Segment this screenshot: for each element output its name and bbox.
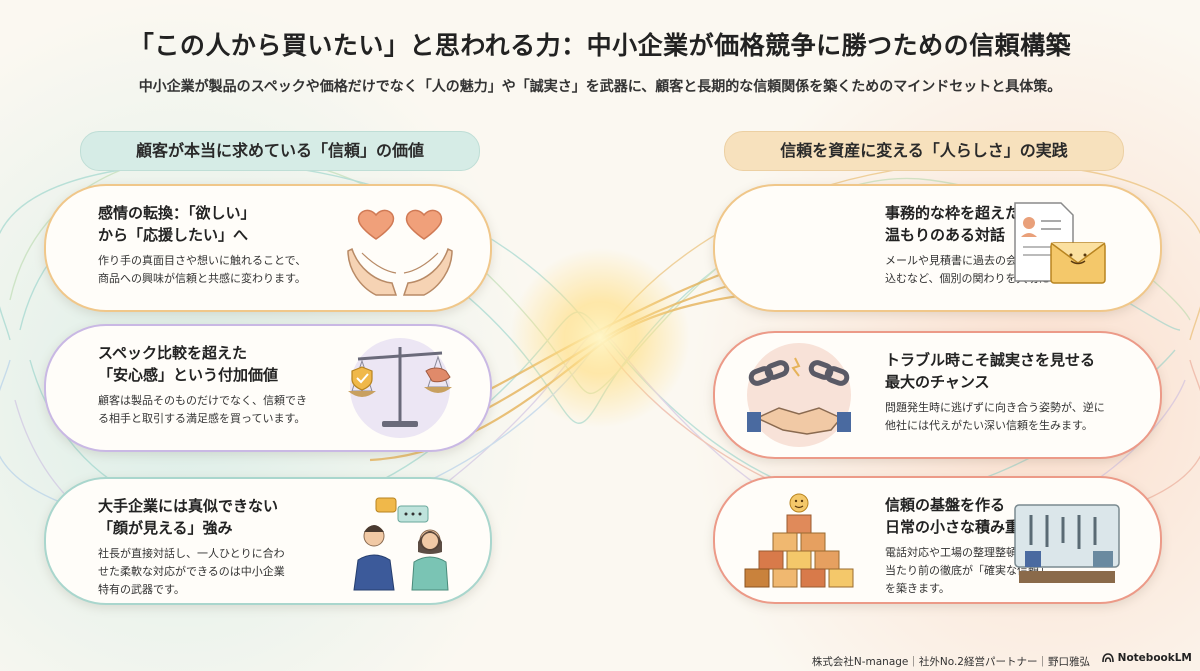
card-description: 問題発生時に逃げずに向き合う姿勢が、逆に 他社には代えがたい深い信頼を生みます。 — [885, 401, 1105, 432]
card-description: 社長が直接対話し、一人ひとりに合わ せた柔軟な対応ができるのは中小企業 特有の武… — [98, 547, 285, 596]
tool-board-icon — [1014, 504, 1120, 583]
right-column-heading: 信頼を資産に変える「人らしさ」の実践 — [724, 131, 1124, 171]
page-title: 「この人から買いたい」と思われる力：中小企業が価格競争に勝つための信頼構築 — [128, 31, 1072, 60]
page-subtitle: 中小企業が製品のスペックや価格だけでなく「人の魅力」や「誠実さ」を武器に、顧客と… — [138, 79, 1062, 95]
footer-credit: 株式会社N-manage｜社外No.2経営パートナー｜野口雅弘 — [811, 656, 1090, 668]
card-description: 作り手の真面目さや想いに触れることで、 商品への興味が信頼と共感に変わります。 — [98, 254, 307, 285]
hands-hearts-icon — [347, 209, 453, 296]
card-description: 電話対応や工場の整理整頓など、 当たり前の徹底が「確実な信頼」 を築きます。 — [885, 546, 1050, 595]
card-peace-of-mind: スペック比較を超えた 「安心感」という付加価値 顧客は製品そのものだけでなく、信… — [44, 324, 492, 452]
card-warm-dialogue: 事務的な枠を超えた 温もりのある対話 メールや見積書に過去の会話内容を盛り 込む… — [713, 184, 1162, 312]
balance-scale-icon — [348, 338, 452, 438]
card-title: 大手企業には真似できない 「顔が見える」強み — [98, 497, 279, 537]
card-title: 感情の転換：「欲しい」 から「応援したい」へ — [98, 204, 256, 244]
card-description: 顧客は製品そのものだけでなく、信頼でき る相手と取引する満足感を買っています。 — [98, 394, 307, 425]
card-title: 信頼の基盤を作る 日常の小さな積み重ね — [885, 496, 1036, 536]
card-emotional-shift: 感情の転換：「欲しい」 から「応援したい」へ 作り手の真面目さや想いに触れること… — [44, 184, 492, 312]
stacked-blocks-icon — [744, 493, 854, 588]
notebooklm-logo-icon — [1102, 653, 1114, 663]
card-title: トラブル時こそ誠実さを見せる 最大のチャンス — [885, 351, 1096, 391]
conversation-people-icon — [353, 497, 449, 591]
card-trouble-chance: トラブル時こそ誠実さを見せる 最大のチャンス 問題発生時に逃げずに向き合う姿勢が… — [713, 331, 1162, 459]
document-envelope-icon — [1014, 202, 1106, 284]
notebooklm-badge: NotebookLM — [1102, 652, 1192, 664]
left-column-heading: 顧客が本当に求めている「信頼」の価値 — [80, 131, 480, 171]
card-daily-accumulation: 信頼の基盤を作る 日常の小さな積み重ね 電話対応や工場の整理整頓など、 当たり前… — [713, 476, 1162, 604]
card-face-visible: 大手企業には真似できない 「顔が見える」強み 社長が直接対話し、一人ひとりに合わ… — [44, 477, 492, 605]
chain-handshake-icon — [747, 343, 851, 447]
badge-label: NotebookLM — [1117, 652, 1192, 664]
card-title: 事務的な枠を超えた 温もりのある対話 — [885, 204, 1021, 244]
card-title: スペック比較を超えた 「安心感」という付加価値 — [98, 344, 279, 384]
